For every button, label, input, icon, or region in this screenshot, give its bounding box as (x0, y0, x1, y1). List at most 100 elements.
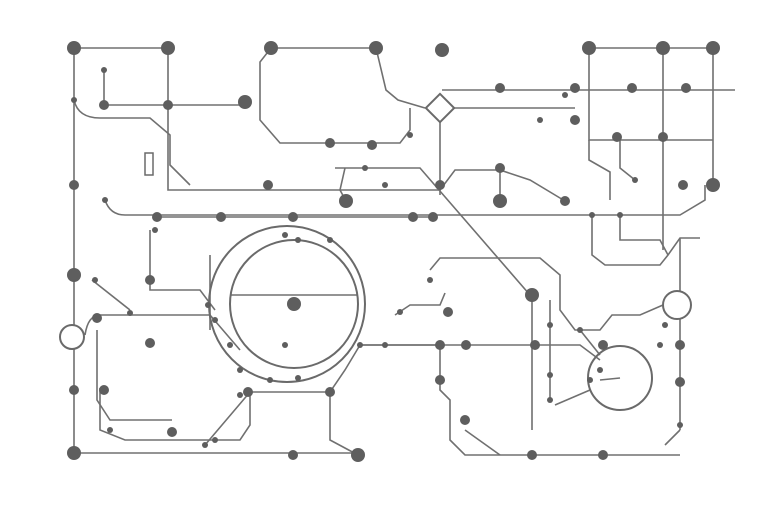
terminal-dot (357, 342, 363, 348)
connector-line (429, 257, 664, 331)
terminal-dot (407, 132, 413, 138)
junction-node (582, 41, 596, 55)
connector-line (554, 389, 591, 406)
junction-node (288, 212, 298, 222)
connector-line (96, 330, 172, 421)
terminal-dot (107, 427, 113, 433)
junction-node (527, 450, 537, 460)
connector-line (664, 429, 681, 446)
terminal-dot (295, 375, 301, 381)
terminal-dot (597, 367, 603, 373)
terminal-dot (397, 309, 403, 315)
junction-node (525, 288, 539, 302)
terminal-dot (102, 197, 108, 203)
junction-node (264, 41, 278, 55)
junction-node (351, 448, 365, 462)
junction-node (598, 340, 608, 350)
connector-line (99, 388, 251, 441)
connector-line (73, 99, 191, 186)
junction-node (570, 83, 580, 93)
terminal-dot (152, 227, 158, 233)
connector-line (464, 429, 501, 456)
junction-node (443, 307, 453, 317)
junction-node (145, 338, 155, 348)
terminal-dot (101, 67, 107, 73)
junction-node (408, 212, 418, 222)
junction-node (69, 180, 79, 190)
connector-line (149, 230, 216, 311)
terminal-dot (282, 342, 288, 348)
junction-node (675, 377, 685, 387)
junction-node (658, 132, 668, 142)
terminal-dot (537, 117, 543, 123)
terminal-dot (657, 342, 663, 348)
terminal-dot (127, 310, 133, 316)
junction-node (161, 41, 175, 55)
junction-node (325, 387, 335, 397)
junction-node (435, 180, 445, 190)
terminal-dot (589, 212, 595, 218)
junction-node (495, 83, 505, 93)
open-node (662, 290, 692, 320)
terminal-dot (327, 237, 333, 243)
junction-node (681, 83, 691, 93)
junction-node (67, 268, 81, 282)
junction-node (99, 100, 109, 110)
junction-node (706, 178, 720, 192)
connector-line (619, 140, 636, 181)
junction-node (656, 41, 670, 55)
junction-node (325, 138, 335, 148)
connector-line (104, 185, 706, 216)
junction-node (288, 450, 298, 460)
terminal-dot (202, 442, 208, 448)
connector-line (619, 215, 669, 256)
junction-node (152, 212, 162, 222)
connector-line (394, 292, 446, 316)
terminal-dot (227, 342, 233, 348)
terminal-dot (362, 165, 368, 171)
terminal-dot (92, 277, 98, 283)
terminal-dot (677, 422, 683, 428)
connector-line (167, 48, 440, 191)
connector-line (579, 329, 601, 356)
terminal-dot (382, 342, 388, 348)
terminal-dot (547, 372, 553, 378)
terminal-dot (205, 302, 211, 308)
junction-node (560, 196, 570, 206)
junction-node (238, 95, 252, 109)
junction-node (461, 340, 471, 350)
junction-node (92, 313, 102, 323)
terminal-dot (587, 377, 593, 383)
terminal-dot (212, 317, 218, 323)
junction-node (243, 387, 253, 397)
connector-line (95, 314, 241, 351)
diamond-node (424, 92, 456, 124)
junction-node (167, 427, 177, 437)
junction-node (627, 83, 637, 93)
inner-ring (229, 239, 359, 369)
terminal-dot (212, 437, 218, 443)
junction-node (706, 41, 720, 55)
connector-line (259, 47, 411, 144)
terminal-dot (282, 232, 288, 238)
junction-node (495, 163, 505, 173)
terminal-dot (237, 392, 243, 398)
terminal-dot (632, 177, 638, 183)
junction-node (530, 340, 540, 350)
junction-node (163, 100, 173, 110)
junction-node (216, 212, 226, 222)
connector-line (375, 47, 426, 109)
junction-node (99, 385, 109, 395)
terminal-dot (237, 367, 243, 373)
junction-node (67, 41, 81, 55)
terminal-dot (382, 182, 388, 188)
connector-line (103, 70, 245, 106)
terminal-dot (267, 377, 273, 383)
connector-line (91, 279, 131, 311)
connector-line (329, 392, 359, 456)
junction-node (263, 180, 273, 190)
connector-line (599, 377, 621, 381)
junction-node (435, 340, 445, 350)
junction-node (460, 415, 470, 425)
